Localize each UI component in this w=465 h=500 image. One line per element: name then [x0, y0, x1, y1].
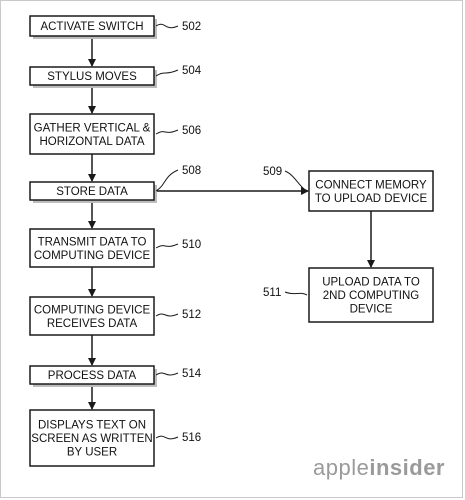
step-box — [29, 409, 155, 467]
step-label: COMPUTING DEVICE — [34, 250, 151, 262]
ref-leader-line — [284, 291, 308, 296]
watermark-logo: appleinsider — [313, 455, 445, 480]
step-box — [308, 267, 434, 323]
ref-leader-line — [155, 23, 179, 29]
step-508: STORE DATA 508 — [29, 165, 201, 203]
ref-number-511: 511 — [263, 287, 281, 299]
step-label: STYLUS MOVES — [47, 71, 137, 83]
step-label: DISPLAYS TEXT ON — [38, 420, 146, 432]
ref-number-514: 514 — [182, 368, 202, 380]
ref-leader-line — [155, 169, 179, 192]
step-box — [29, 15, 155, 37]
ref-leader-line — [155, 313, 179, 317]
ref-number-512: 512 — [182, 309, 201, 321]
ref-number-506: 506 — [182, 125, 201, 137]
step-label: SCREEN AS WRITTEN — [31, 433, 152, 445]
step-box — [29, 181, 155, 201]
step-502: ACTIVATE SWITCH 502 — [29, 15, 201, 39]
step-label: BY USER — [67, 447, 117, 459]
step-box — [29, 296, 155, 336]
step-label: ACTIVATE SWITCH — [40, 21, 143, 33]
ref-number-508: 508 — [182, 165, 201, 177]
connectors — [88, 36, 375, 410]
step-label: DEVICE — [350, 304, 393, 316]
step-label: TRANSMIT DATA TO — [38, 236, 147, 248]
step-label: COMPUTING DEVICE — [34, 304, 151, 316]
step-box — [29, 365, 155, 385]
step-box — [29, 66, 155, 86]
step-509: CONNECT MEMORY TO UPLOAD DEVICE 509 — [263, 166, 434, 212]
step-label: CONNECT MEMORY — [315, 179, 427, 191]
step-label: UPLOAD DATA TO — [322, 277, 420, 289]
ref-number-509: 509 — [263, 166, 282, 178]
step-label: STORE DATA — [56, 186, 128, 198]
step-box — [29, 113, 155, 155]
ref-number-504: 504 — [182, 65, 202, 77]
step-label: PROCESS DATA — [48, 370, 137, 382]
step-label: HORIZONTAL DATA — [40, 136, 145, 148]
step-506: GATHER VERTICAL & HORIZONTAL DATA 506 — [29, 113, 201, 155]
step-label: RECEIVES DATA — [47, 318, 138, 330]
ref-number-510: 510 — [182, 239, 201, 251]
step-512: COMPUTING DEVICE RECEIVES DATA 512 — [29, 296, 201, 336]
ref-leader-line — [284, 170, 308, 192]
step-label: 2ND COMPUTING — [323, 290, 420, 302]
step-label: TO UPLOAD DEVICE — [315, 193, 428, 205]
ref-leader-line — [155, 372, 179, 376]
step-510: TRANSMIT DATA TO COMPUTING DEVICE 510 — [29, 228, 201, 268]
ref-leader-line — [155, 129, 179, 135]
step-514: PROCESS DATA 514 — [29, 365, 202, 387]
ref-number-502: 502 — [182, 21, 201, 33]
ref-leader-line — [155, 243, 179, 249]
step-box — [29, 228, 155, 268]
step-box — [308, 170, 434, 212]
ref-number-516: 516 — [182, 432, 201, 444]
ref-leader-line — [155, 69, 179, 77]
step-504: STYLUS MOVES 504 — [29, 65, 202, 88]
step-label: GATHER VERTICAL & — [34, 122, 151, 134]
ref-leader-line — [155, 435, 179, 440]
